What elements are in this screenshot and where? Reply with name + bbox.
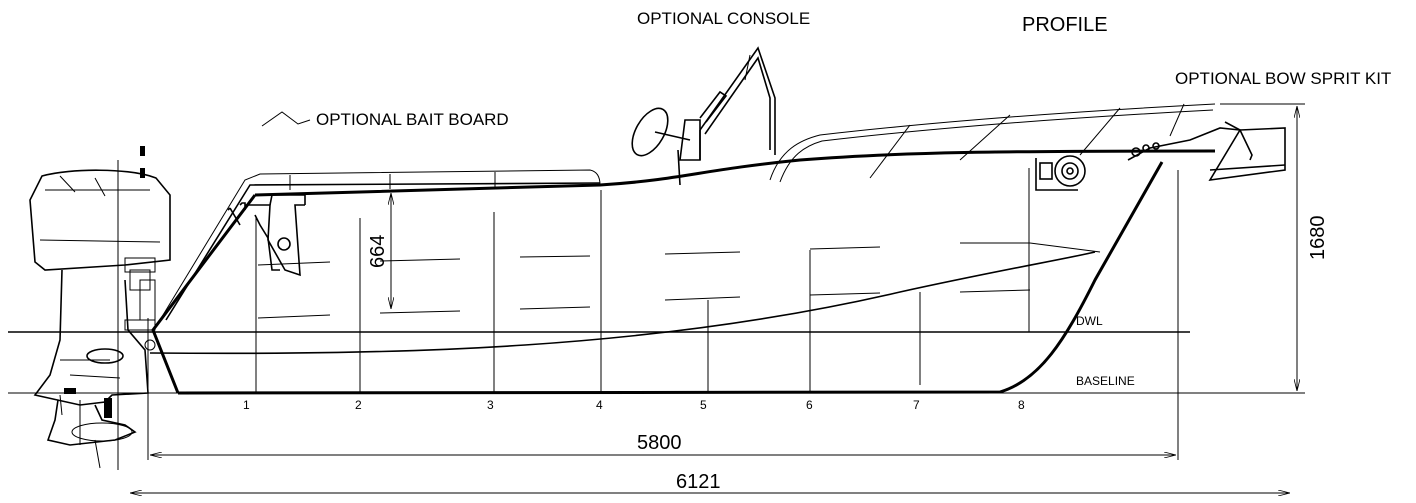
sheer-line — [254, 149, 1216, 197]
station-lines — [255, 168, 1030, 392]
bow-sprit-leader — [1169, 103, 1185, 137]
steering-wheel — [631, 90, 728, 157]
baseline-label: BASELINE — [1076, 374, 1135, 388]
dwl-label: DWL — [1076, 314, 1103, 328]
console — [677, 46, 776, 186]
dim-6121-label: 6121 — [676, 471, 721, 493]
bow-sprit-label: OPTIONAL BOW SPRIT KIT — [1175, 69, 1391, 88]
station-label: 7 — [913, 398, 920, 412]
dim-1680-label: 1680 — [1307, 216, 1329, 261]
chine-line — [149, 251, 1096, 355]
bait-board-leader — [261, 111, 311, 127]
bow-rail — [769, 103, 1216, 181]
station-label: 8 — [1018, 398, 1025, 412]
grab-rail — [159, 169, 601, 321]
bait-board-label: OPTIONAL BAIT BOARD — [316, 110, 509, 129]
station-label: 5 — [700, 398, 707, 412]
station-label: 1 — [243, 398, 250, 412]
bait-board — [227, 194, 306, 277]
bow-sprit-kit — [1127, 121, 1286, 182]
console-label: OPTIONAL CONSOLE — [637, 9, 810, 28]
station-label: 4 — [596, 398, 603, 412]
console-leader — [744, 54, 751, 81]
hull-outline — [177, 161, 1164, 395]
rail-stanchions — [289, 172, 496, 190]
profile-title: PROFILE — [1022, 14, 1108, 36]
anchor-winch — [1035, 155, 1086, 191]
station-label: 6 — [806, 398, 813, 412]
bow-rail-struts — [869, 107, 1121, 179]
bow-rail-inner — [779, 109, 1214, 183]
dim-664-label: 664 — [367, 235, 389, 268]
hull-waterline-dashes — [257, 242, 1101, 319]
outboard-motor — [29, 146, 171, 470]
station-label: 2 — [355, 398, 362, 412]
dim-5800-label: 5800 — [637, 432, 682, 454]
station-labels: 1 2 3 4 5 6 7 8 — [243, 398, 1025, 412]
station-label: 3 — [487, 398, 494, 412]
gunwale-rail — [165, 182, 601, 321]
